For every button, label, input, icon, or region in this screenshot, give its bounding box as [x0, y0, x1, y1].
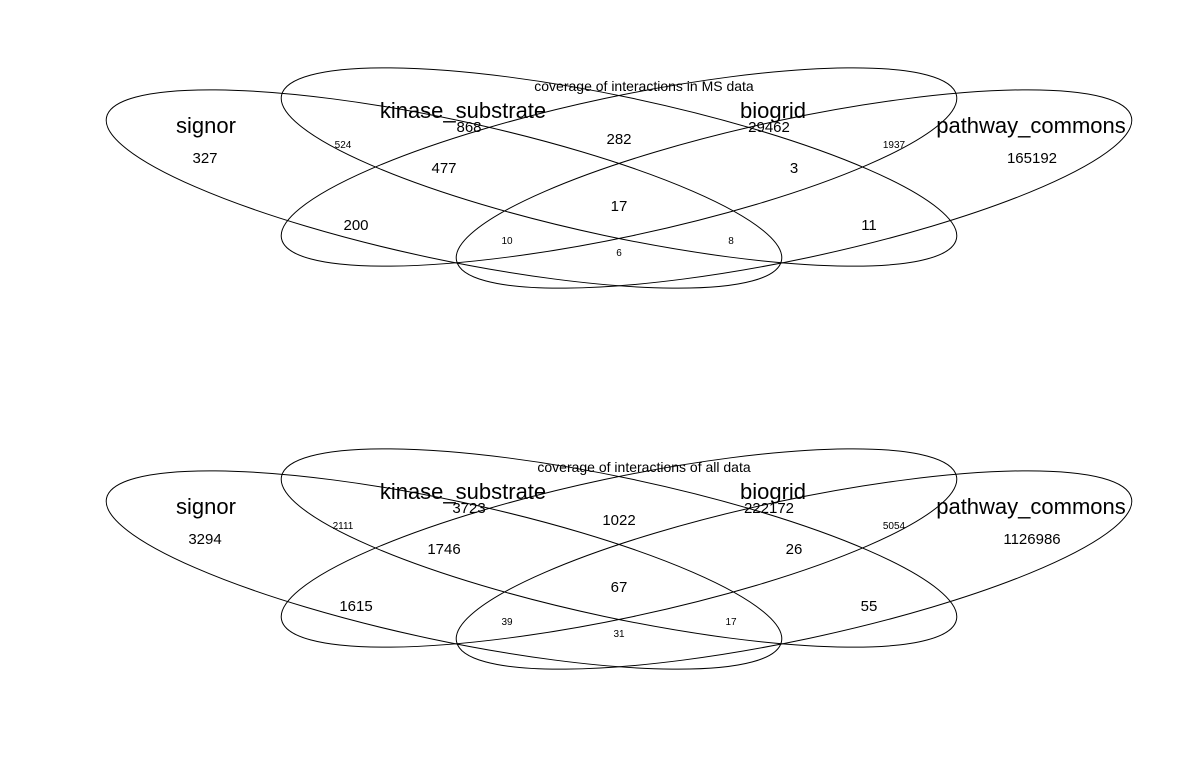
region-count: 6 — [616, 248, 622, 259]
set-ellipse-signor — [105, 470, 783, 670]
set-label-signor: signor — [176, 113, 236, 138]
region-count: 67 — [611, 579, 628, 596]
region-count: 1126986 — [1003, 531, 1060, 548]
set-ellipse-signor — [105, 89, 783, 289]
set-label-biogrid: biogrid — [740, 479, 806, 504]
set-label-kinase_substrate: kinase_substrate — [380, 98, 546, 123]
region-count: 868 — [456, 119, 481, 136]
set-label-kinase_substrate: kinase_substrate — [380, 479, 546, 504]
set-label-signor: signor — [176, 494, 236, 519]
region-count: 2111 — [333, 521, 354, 532]
region-count: 477 — [431, 160, 456, 177]
region-count: 3 — [790, 160, 798, 177]
region-count: 11 — [861, 217, 877, 234]
region-count: 1022 — [602, 512, 635, 529]
region-count: 5054 — [883, 521, 906, 532]
region-count: 200 — [343, 217, 368, 234]
region-count: 327 — [192, 150, 217, 167]
set-ellipse-pathway_commons — [455, 89, 1133, 289]
set-ellipse-biogrid — [280, 448, 958, 648]
region-count: 3723 — [452, 500, 485, 517]
region-count: 222172 — [744, 500, 794, 517]
region-count: 31 — [613, 629, 625, 640]
venn-diagram: coverage of interactions of all datasign… — [105, 448, 1133, 670]
region-count: 10 — [501, 236, 513, 247]
venn-diagram: coverage of interactions in MS datasigno… — [105, 67, 1133, 289]
set-ellipse-kinase_substrate — [280, 67, 958, 267]
region-count: 17 — [611, 198, 628, 215]
region-count: 26 — [786, 541, 803, 558]
region-count: 17 — [725, 617, 737, 628]
region-count: 8 — [728, 236, 734, 247]
region-count: 282 — [606, 131, 631, 148]
region-count: 3294 — [188, 531, 221, 548]
set-ellipse-biogrid — [280, 67, 958, 267]
region-count: 39 — [501, 617, 513, 628]
region-count: 524 — [335, 140, 352, 151]
set-label-biogrid: biogrid — [740, 98, 806, 123]
set-ellipse-kinase_substrate — [280, 448, 958, 648]
region-count: 1746 — [427, 541, 460, 558]
set-label-pathway_commons: pathway_commons — [936, 494, 1126, 519]
region-count: 1615 — [339, 598, 372, 615]
set-ellipse-pathway_commons — [455, 470, 1133, 670]
region-count: 55 — [861, 598, 878, 615]
region-count: 165192 — [1007, 150, 1057, 167]
set-label-pathway_commons: pathway_commons — [936, 113, 1126, 138]
region-count: 1937 — [883, 140, 906, 151]
region-count: 29462 — [748, 119, 790, 136]
